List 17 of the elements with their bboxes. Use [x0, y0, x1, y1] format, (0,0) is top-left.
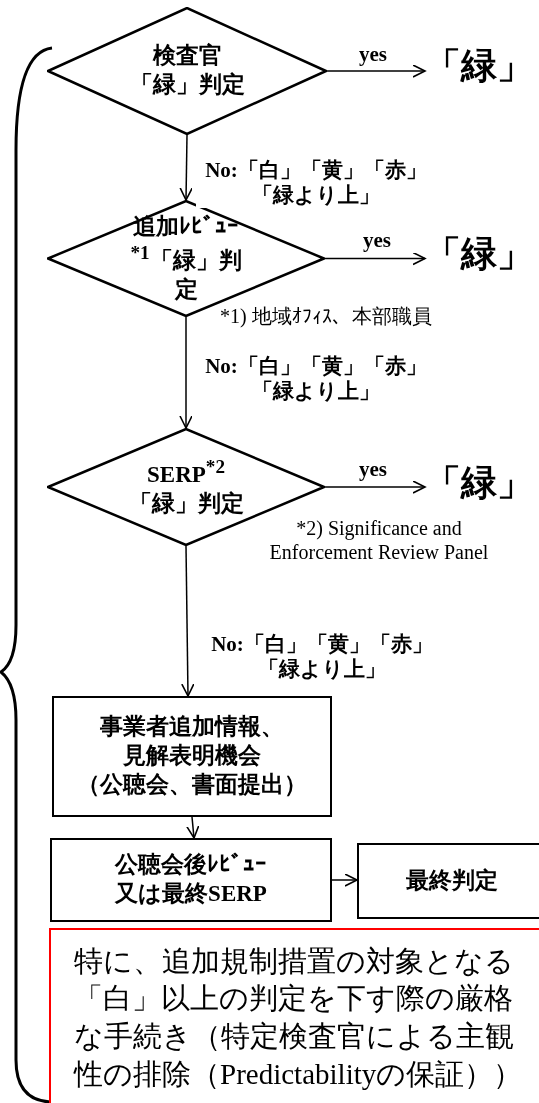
note-box: 特に、追加規制措置の対象となる「白」以上の判定を下す際の厳格な手続き（特定検査官による主観性の排除（Predictabilityの保証））	[49, 928, 539, 1103]
result-text: 「緑」	[425, 465, 520, 511]
arrow	[331, 873, 358, 887]
arrow	[324, 480, 426, 494]
arrow	[179, 316, 193, 429]
process-box: 事業者追加情報、見解表明機会（公聴会、書面提出）	[52, 696, 332, 817]
decision-diamond: 検査官「緑」判定	[47, 7, 327, 135]
arrow	[326, 64, 426, 78]
result-text: 「緑」	[425, 236, 520, 282]
process-box: 公聴会後ﾚﾋﾞｭｰ又は最終SERP	[50, 838, 332, 922]
arrow	[324, 251, 426, 266]
process-box: 最終判定	[357, 843, 539, 919]
arrow	[179, 134, 193, 201]
arrow	[181, 545, 195, 697]
arrow	[186, 816, 200, 839]
footnote: *2) Significance and Enforcement Review Panel	[268, 516, 490, 564]
result-text: 「緑」	[425, 48, 520, 94]
